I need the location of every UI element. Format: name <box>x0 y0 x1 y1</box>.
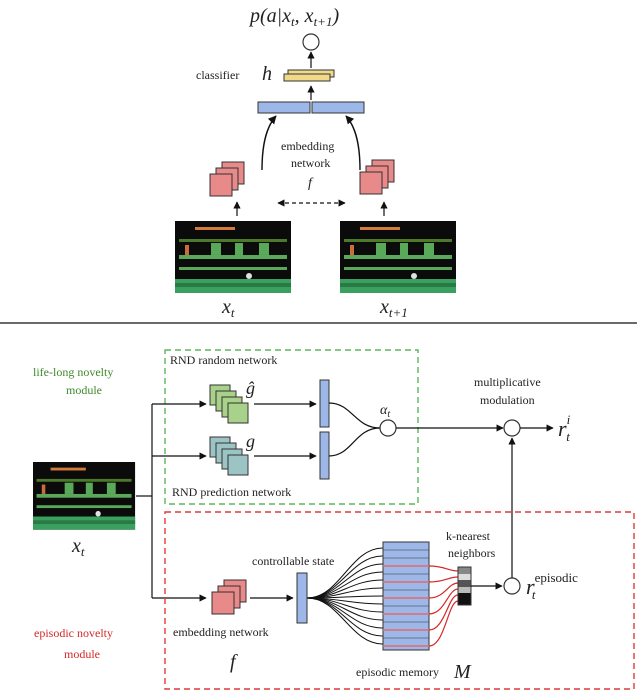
left-stack-to-bar-arrow <box>261 115 277 171</box>
controllable-state-bar <box>296 572 308 624</box>
rnd-pred-label: RND prediction network <box>172 485 291 499</box>
lifelong-module-box <box>164 349 419 505</box>
rnd-random-merge-curve <box>328 402 381 429</box>
embedding-left-bar <box>257 101 311 114</box>
rnd-random-output-bar <box>319 379 330 428</box>
episodic-module-box <box>164 511 635 690</box>
knn-label-line2: neighbors <box>448 546 496 560</box>
rnd-random-symbol: ĝ <box>246 378 255 398</box>
embedding-right-bar <box>311 101 365 114</box>
frame-xt-label: xt <box>221 296 235 320</box>
embedding-symbol: f <box>308 176 314 191</box>
right-embedding-stack <box>359 159 395 195</box>
output-node <box>302 33 320 51</box>
top-panel: p(a|xt, xt+1) classifier h embedding net… <box>175 5 456 320</box>
frame-xt1-label: xt+1 <box>379 296 408 320</box>
episodic-embedding-symbol: f <box>230 651 238 673</box>
rnd-pred-output-bar <box>319 431 330 480</box>
lifelong-label-line1: life-long novelty <box>33 365 113 379</box>
episodic-label-line1: episodic novelty <box>34 626 113 640</box>
rnd-pred-merge-curve <box>328 427 381 457</box>
bottom-panel: life-long novelty module RND random netw… <box>33 349 635 690</box>
mult-label-line2: modulation <box>480 393 535 407</box>
frame-xt-image <box>175 221 291 293</box>
controllable-state-label: controllable state <box>252 554 334 568</box>
classifier-label: classifier <box>196 68 239 82</box>
embedding-label-line2: network <box>291 156 330 170</box>
embedding-net-label: embedding network <box>173 625 269 639</box>
knn-block <box>457 566 472 606</box>
input-frame-label: xt <box>71 535 85 559</box>
right-stack-to-bar-arrow <box>345 115 361 171</box>
episodic-memory-label: episodic memory <box>356 665 439 679</box>
rnd-pred-stack <box>209 436 249 476</box>
classifier-bar-front <box>283 73 331 82</box>
episodic-embedding-stack <box>211 579 247 615</box>
rnd-random-label: RND random network <box>170 353 277 367</box>
rnd-random-stack <box>209 384 249 424</box>
episodic-memory-block <box>382 541 430 651</box>
alpha-label: αt <box>380 403 390 420</box>
episodic-memory-symbol: M <box>453 661 472 683</box>
embedding-label-line1: embedding <box>281 139 334 153</box>
multiplication-node <box>503 419 521 437</box>
mult-label-line1: multiplicative <box>474 375 541 389</box>
alpha-node <box>379 419 397 437</box>
episodic-label-line2: module <box>64 647 100 661</box>
input-frame-image <box>33 462 136 530</box>
lifelong-label-line2: module <box>66 383 102 397</box>
knn-selection-lines <box>428 565 459 647</box>
knn-label-line1: k-nearest <box>446 529 491 543</box>
episodic-reward-node <box>503 577 521 595</box>
memory-fan-lines <box>306 547 384 645</box>
frame-xt1-image <box>340 221 456 293</box>
classifier-symbol: h <box>262 63 272 85</box>
left-embedding-stack <box>209 161 245 197</box>
output-probability-label: p(a|xt, xt+1) <box>248 5 339 29</box>
rnd-pred-symbol: g <box>246 431 255 451</box>
